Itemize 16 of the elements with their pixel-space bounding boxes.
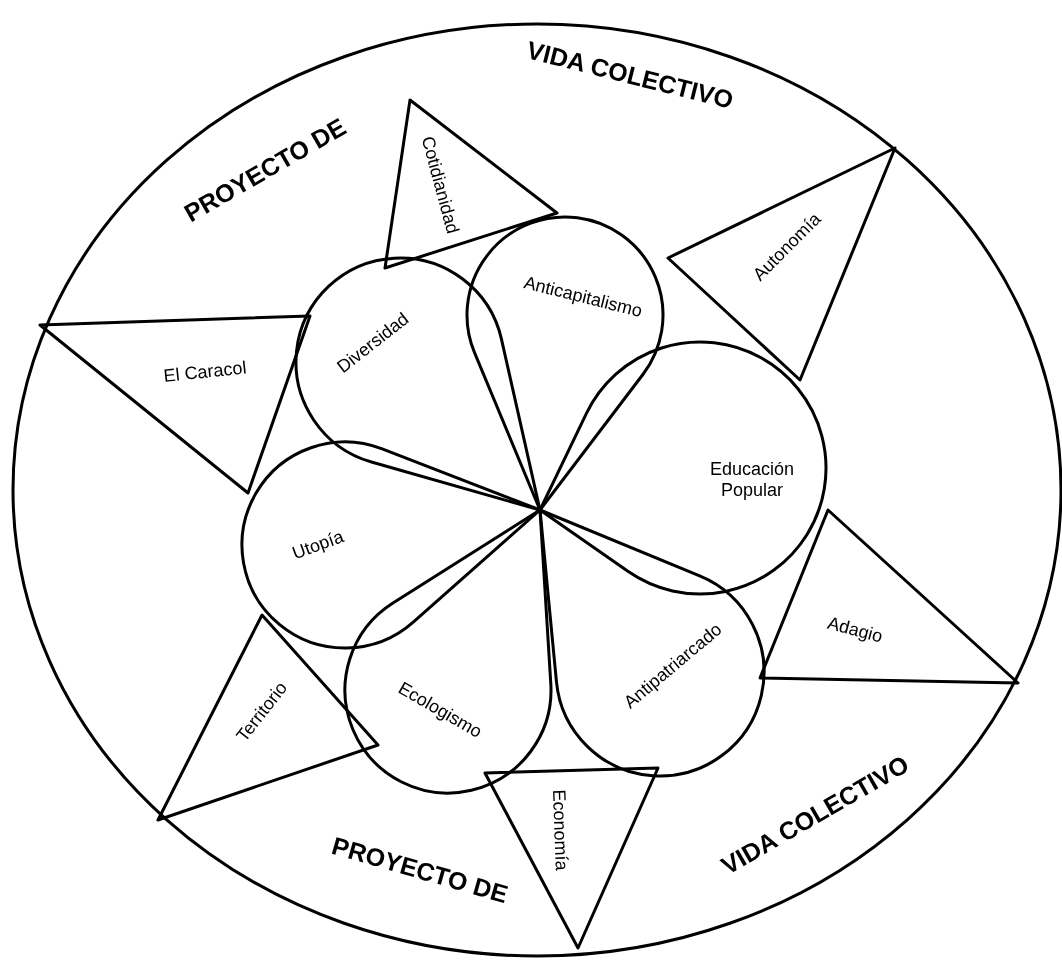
triangle — [760, 510, 1018, 683]
petal-loop — [467, 217, 663, 510]
shape-label: Educación Popular — [708, 459, 796, 501]
outer-ellipse — [13, 24, 1061, 956]
triangle — [40, 316, 310, 493]
triangle — [668, 148, 895, 380]
triangle — [158, 615, 378, 820]
shape-label: Adagio — [825, 612, 885, 648]
petal-loop — [242, 442, 540, 648]
petal-loop — [540, 510, 764, 776]
shape-label: Economía — [548, 789, 572, 871]
petal-loop — [345, 510, 551, 793]
triangle — [385, 100, 557, 268]
petal-loop — [540, 342, 826, 594]
shape-label: El Caracol — [162, 357, 248, 387]
shape-label: Utopía — [289, 526, 347, 564]
